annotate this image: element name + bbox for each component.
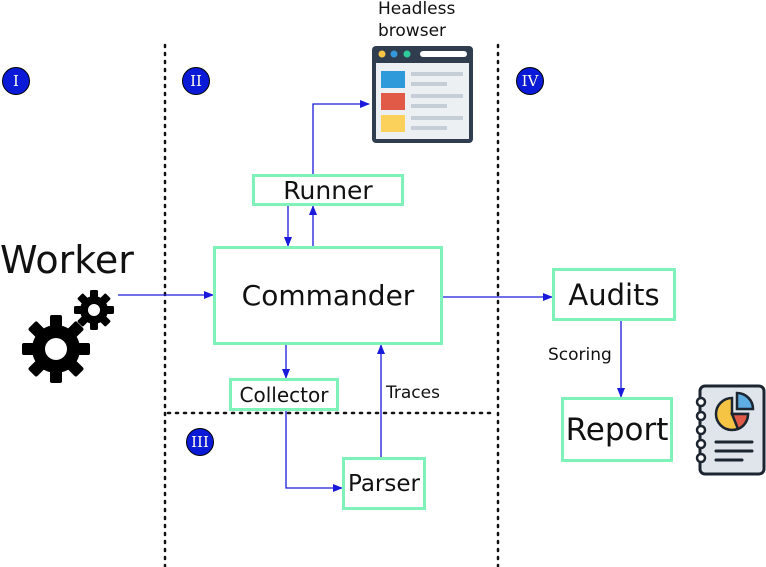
runner-label: Runner [283, 175, 373, 205]
zone-badge-4: IV [516, 67, 544, 95]
zone-badge-2: II [182, 67, 210, 95]
commander-label: Commander [241, 279, 415, 312]
zone-badge-3: III [186, 428, 214, 456]
commander-box: Commander [213, 246, 443, 345]
traces-label: Traces [386, 383, 440, 403]
collector-label: Collector [239, 382, 329, 407]
collector-box: Collector [229, 378, 339, 411]
arrow-runner-browser [312, 100, 370, 174]
gears-icon [22, 290, 114, 383]
worker-label: Worker [0, 238, 134, 282]
audits-label: Audits [568, 277, 660, 312]
runner-box: Runner [252, 174, 404, 206]
parser-box: Parser [342, 457, 426, 510]
arrow-collector-parser [285, 411, 343, 492]
report-box: Report [561, 397, 673, 462]
report-notebook-icon [695, 384, 766, 476]
browser-window-icon [372, 46, 473, 143]
zone-badge-1: I [2, 67, 30, 95]
audits-box: Audits [552, 268, 676, 321]
report-label: Report [565, 411, 669, 448]
scoring-label: Scoring [548, 345, 612, 365]
headless-browser-label: Headless browser [378, 0, 456, 41]
arrows [118, 100, 625, 492]
parser-label: Parser [348, 470, 420, 497]
